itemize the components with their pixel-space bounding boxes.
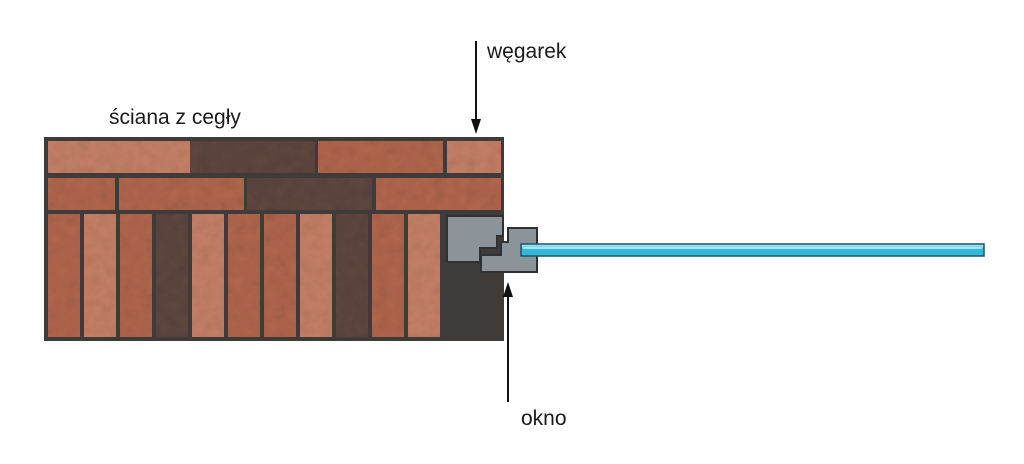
- brick-wall: [44, 137, 504, 341]
- arrow-down-icon: [471, 119, 481, 134]
- bricks: [48, 141, 501, 337]
- frame-sash-profile: [480, 227, 538, 273]
- arrow-window: [503, 282, 513, 402]
- arrow-reveal: [471, 41, 481, 134]
- brick: [247, 178, 372, 210]
- arrow-up-icon: [503, 282, 513, 297]
- window-glass: [520, 243, 985, 257]
- brick: [228, 214, 260, 337]
- brick: [372, 214, 404, 337]
- brick: [192, 214, 224, 337]
- brick: [376, 178, 501, 210]
- reveal-label: węgarek: [487, 40, 567, 63]
- brick: [447, 141, 501, 173]
- brick: [408, 214, 440, 337]
- brick: [190, 141, 315, 173]
- brick: [84, 214, 116, 337]
- frame-outer-profile: [446, 215, 504, 263]
- brick: [318, 141, 443, 173]
- brick: [156, 214, 188, 337]
- window-label: okno: [521, 407, 567, 430]
- brick: [300, 214, 332, 337]
- wall-label: ściana z cegły: [109, 106, 241, 129]
- glass-pane: [520, 243, 985, 257]
- window-frame: [446, 215, 538, 273]
- brick: [120, 214, 152, 337]
- brick: [264, 214, 296, 337]
- brick: [48, 178, 115, 210]
- brick: [119, 178, 244, 210]
- brick: [336, 214, 368, 337]
- brick: [48, 214, 80, 337]
